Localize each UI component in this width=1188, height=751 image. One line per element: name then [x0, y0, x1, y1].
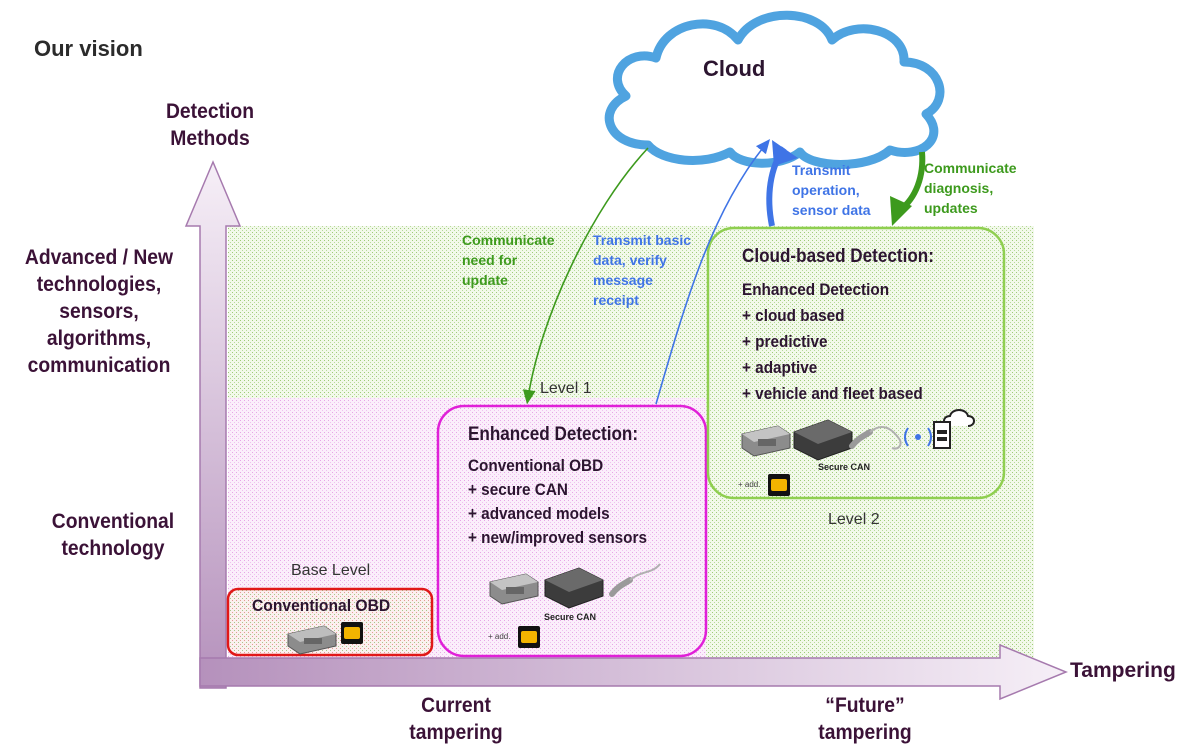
- secure-can-label: Secure CAN: [544, 612, 597, 622]
- check-engine-icon: [518, 626, 540, 648]
- add-label: + add.: [738, 480, 761, 489]
- communicate-update-note: Communicate need for update: [462, 232, 555, 288]
- communicate-diagnosis-arrowhead: [890, 196, 912, 226]
- cloud-box-line: + predictive: [742, 332, 828, 351]
- cloud-box-line: + cloud based: [742, 306, 845, 325]
- wireless-signal-icon: [904, 427, 932, 447]
- add-label: + add.: [488, 632, 511, 641]
- enhanced-box-line: Conventional OBD: [468, 456, 604, 475]
- secure-can-label: Secure CAN: [818, 462, 871, 472]
- transmit-basic-note: Transmit basic data, verify message rece…: [593, 232, 692, 308]
- ecu-device-icon: [489, 573, 539, 605]
- x-axis-future-label: “Future”tampering: [818, 694, 912, 744]
- sensor-cable-icon: [849, 425, 902, 450]
- transmit-operation-arrowhead: [772, 140, 798, 166]
- communicate-diagnosis-note: Communicate diagnosis, updates: [924, 160, 1017, 216]
- x-axis-title: Tampering: [1070, 659, 1176, 682]
- enhanced-box-line: + advanced models: [468, 504, 610, 523]
- cloud-box-line: + adaptive: [742, 358, 818, 377]
- secure-can-module-icon: [793, 419, 853, 461]
- transmit-basic-arrow: [655, 139, 771, 405]
- base-level-box: [226, 587, 434, 657]
- communicate-diagnosis-arrow: [898, 151, 926, 213]
- communicate-update-arrow: [522, 147, 649, 405]
- cloud-box-line: Enhanced Detection: [742, 280, 890, 299]
- enhanced-box-line: + new/improved sensors: [468, 528, 648, 547]
- ecu-device-icon: [741, 425, 791, 457]
- enhanced-box-line: + secure CAN: [468, 480, 568, 499]
- transmit-operation-note: Transmit operation, sensor data: [792, 162, 871, 218]
- base-box-title: Conventional OBD: [252, 596, 391, 615]
- cloud-label: Cloud: [703, 56, 766, 81]
- check-engine-icon: [768, 474, 790, 496]
- cloud-box-line: + vehicle and fleet based: [742, 384, 923, 403]
- check-engine-icon: [341, 622, 363, 644]
- base-level-label: Base Level: [291, 562, 371, 579]
- y-axis-arrow: [184, 160, 242, 689]
- enhanced-box-title: Enhanced Detection:: [468, 424, 639, 445]
- ecu-device-icon: [287, 625, 337, 655]
- page-title: Our vision: [34, 36, 143, 61]
- sensor-cable-icon: [609, 563, 661, 597]
- cloud-battery-icon: [933, 409, 975, 449]
- cloud-box-title: Cloud-based Detection:: [742, 246, 934, 267]
- level-1-label: Level 1: [540, 380, 592, 397]
- level-2-label: Level 2: [828, 511, 880, 528]
- secure-can-module-icon: [544, 567, 604, 609]
- x-axis-arrow: [199, 643, 1068, 701]
